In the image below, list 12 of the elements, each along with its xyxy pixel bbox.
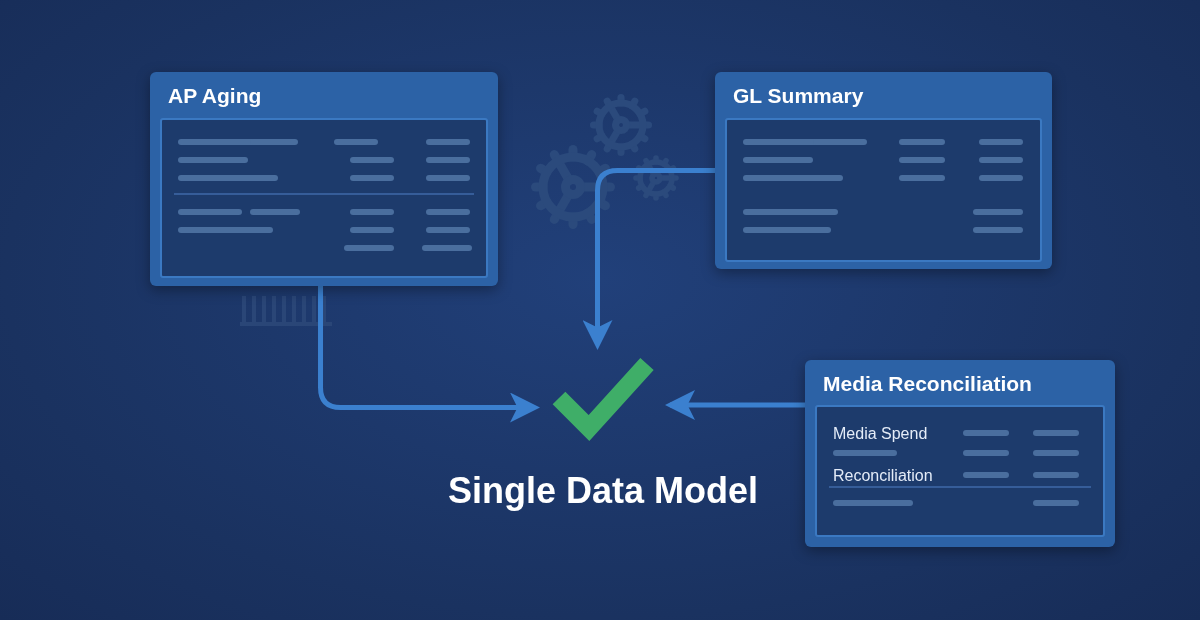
panel-title: Media Reconciliation <box>823 372 1032 396</box>
arrow <box>582 168 715 350</box>
row-label: Media Spend <box>833 425 928 443</box>
report-panel <box>150 72 498 286</box>
report-panel <box>805 360 1115 547</box>
arrow <box>665 390 805 420</box>
report-panel <box>715 72 1052 269</box>
row-label: Reconciliation <box>833 467 933 485</box>
arrow <box>318 286 540 423</box>
panel-title: AP Aging <box>168 84 262 108</box>
panel-title: GL Summary <box>733 84 864 108</box>
diagram-label: Single Data Model <box>446 470 759 512</box>
